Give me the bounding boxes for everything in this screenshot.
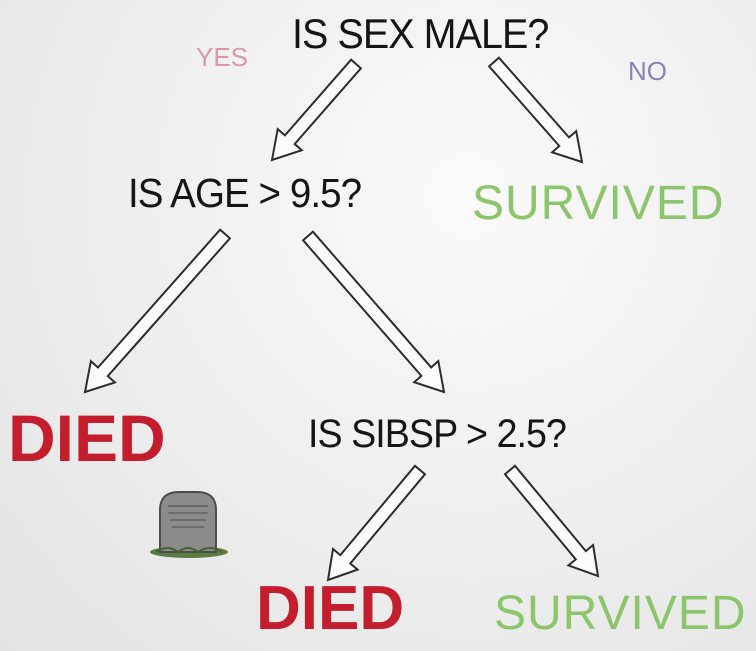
sibsp-question-node: IS SIBSP > 2.5? (308, 412, 567, 456)
arrow-age-to-died (83, 228, 232, 394)
root-question-node: IS SEX MALE? (292, 10, 549, 57)
survived-outcome-top: SURVIVED (472, 177, 725, 230)
died-outcome-left: DIED (8, 401, 166, 475)
arrow-root-to-age (270, 58, 363, 162)
yes-branch-label: YES (196, 42, 249, 72)
no-branch-label: NO (628, 56, 667, 86)
arrow-sibsp-to-died (326, 464, 427, 582)
tombstone-icon (150, 491, 228, 558)
arrow-age-to-sibsp (301, 230, 446, 394)
arrow-sibsp-to-survived (503, 464, 600, 578)
died-outcome-bottom: DIED (256, 574, 405, 643)
age-question-node: IS AGE > 9.5? (128, 170, 362, 216)
arrow-root-to-survived (487, 56, 584, 164)
survived-outcome-bottom: SURVIVED (494, 587, 747, 640)
